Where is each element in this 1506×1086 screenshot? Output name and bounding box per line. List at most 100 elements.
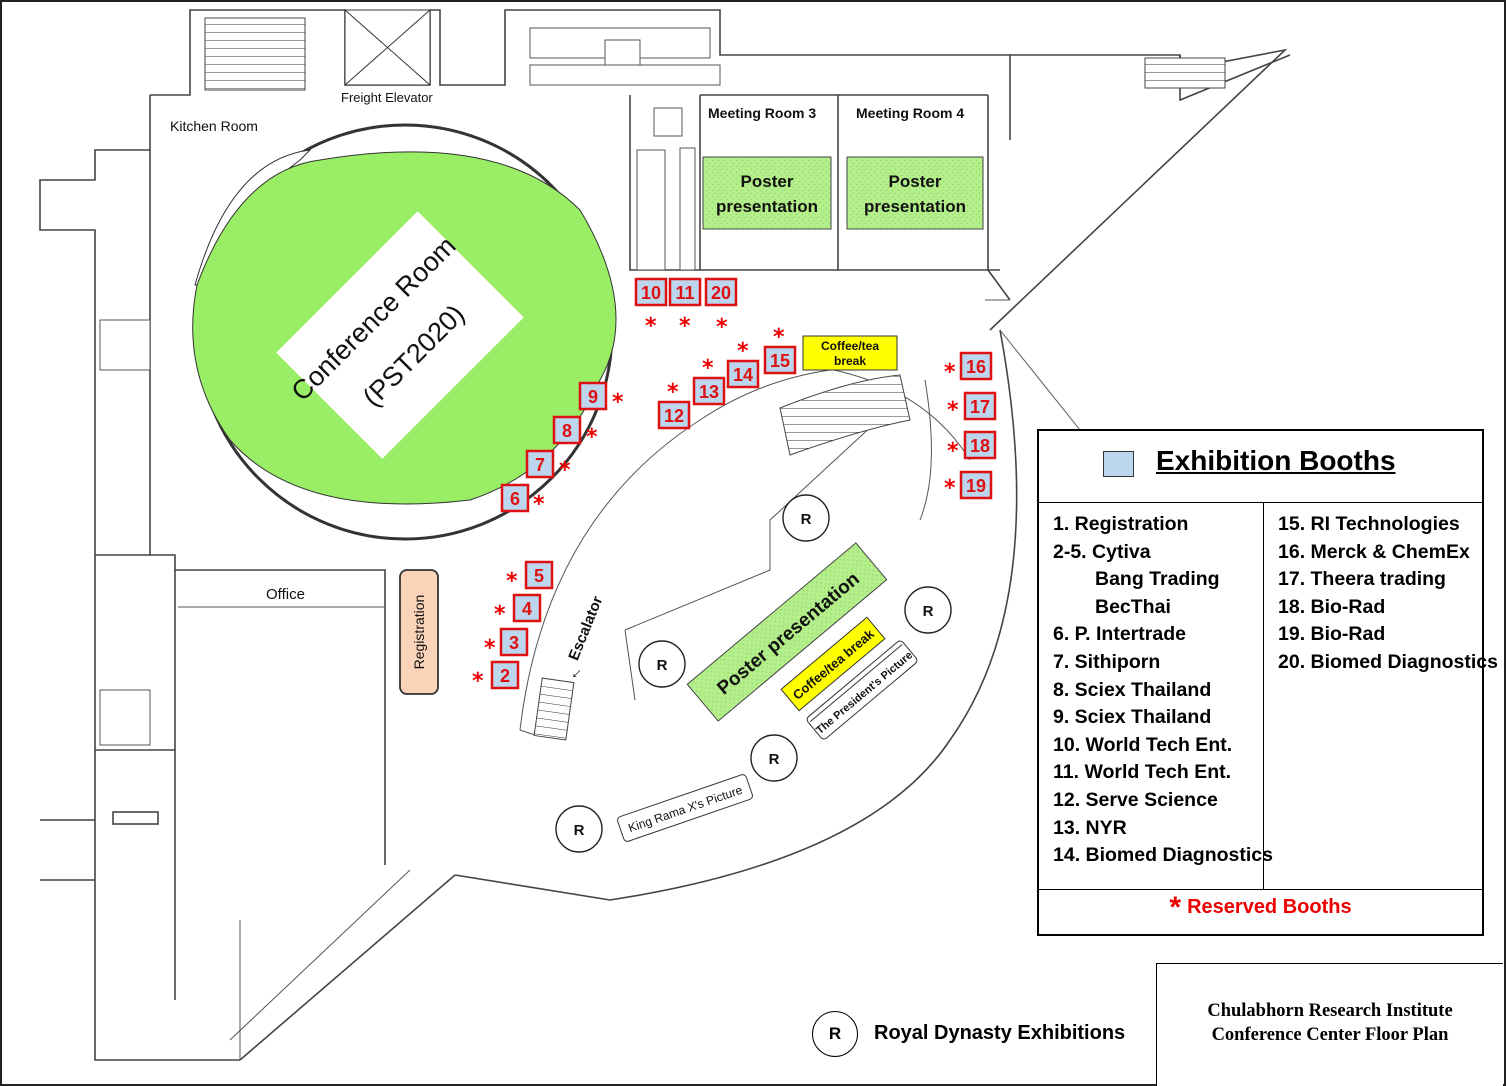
legend-item: 16. Merck & ChemEx <box>1278 540 1470 563</box>
booth-7[interactable]: 7 <box>525 449 555 479</box>
svg-text:3: 3 <box>509 633 519 653</box>
legend-divider <box>1263 503 1264 889</box>
svg-text:7: 7 <box>535 455 545 475</box>
svg-text:break: break <box>834 354 866 368</box>
booth-swatch <box>1103 451 1134 477</box>
king-picture: King Rama X's Picture <box>617 774 753 842</box>
legend-item: 14. Biomed Diagnostics <box>1053 844 1273 867</box>
legend-item: 7. Sithiporn <box>1053 650 1161 673</box>
booth-3[interactable]: 3 <box>499 627 529 657</box>
escalator-label: Escalator <box>565 594 606 663</box>
svg-text:*: * <box>737 339 749 364</box>
booth-20[interactable]: 20 <box>704 277 738 307</box>
svg-text:*: * <box>494 602 506 627</box>
legend-item: 9. Sciex Thailand <box>1053 706 1212 729</box>
legend-item: 13. NYR <box>1053 816 1127 839</box>
svg-text:*: * <box>586 425 598 450</box>
title-block: Chulabhorn Research Institute Conference… <box>1156 963 1503 1086</box>
reserved-star-icon: * <box>1169 891 1182 924</box>
booth-6[interactable]: 6 <box>500 483 530 513</box>
freight-elevator-shaft <box>344 9 431 86</box>
booth-5[interactable]: 5 <box>524 560 554 590</box>
legend-item: 2-5. Cytiva <box>1053 540 1151 563</box>
registration-desk-label: Registration <box>411 595 427 670</box>
office-label: Office <box>266 586 305 603</box>
building-walls <box>39 9 1291 1061</box>
svg-text:16: 16 <box>966 357 986 377</box>
booth-18[interactable]: 18 <box>963 430 997 460</box>
svg-text:10: 10 <box>641 283 661 303</box>
svg-text:*: * <box>484 636 496 661</box>
legend-item: 11. World Tech Ent. <box>1053 761 1232 784</box>
meeting-room-4-label: Meeting Room 4 <box>856 105 964 121</box>
poster-meeting-room-3: Poster presentation <box>702 156 832 230</box>
legend-columns: 1. Registration 2-5. Cytiva Bang Trading… <box>1039 503 1498 890</box>
reserved-markers: * * * * * * * * * * * * * * * * * * * <box>472 314 959 694</box>
booth-11[interactable]: 11 <box>668 277 702 307</box>
booth-17[interactable]: 17 <box>963 391 997 421</box>
booth-4[interactable]: 4 <box>512 593 542 623</box>
booth-8[interactable]: 8 <box>552 415 582 445</box>
svg-text:*: * <box>645 314 657 339</box>
legend-item: BecThai <box>1095 595 1171 618</box>
exhibition-booths-legend: Exhibition Booths 1. Registration 2-5. C… <box>1037 429 1498 936</box>
booth-13[interactable]: 13 <box>692 376 726 406</box>
meeting-room-3-label: Meeting Room 3 <box>708 105 816 121</box>
svg-text:11: 11 <box>675 283 694 303</box>
svg-text:*: * <box>716 315 728 340</box>
svg-text:*: * <box>679 314 691 339</box>
svg-text:*: * <box>612 390 624 415</box>
legend-item: 6. P. Intertrade <box>1053 623 1186 646</box>
royal-dynasty-label: Royal Dynasty Exhibitions <box>874 1022 1126 1044</box>
legend-item: 20. Biomed Diagnostics <box>1278 650 1498 673</box>
svg-text:*: * <box>947 398 959 423</box>
stairs-top-left <box>204 17 306 91</box>
legend-item: 8. Sciex Thailand <box>1053 678 1212 701</box>
svg-text:4: 4 <box>522 599 532 619</box>
legend-item: Bang Trading <box>1095 568 1220 591</box>
reserved-booths-note: *Reserved Booths <box>1039 891 1482 925</box>
booth-15[interactable]: 15 <box>763 345 797 375</box>
legend-item: 12. Serve Science <box>1053 788 1218 811</box>
booth-9[interactable]: 9 <box>578 381 608 411</box>
svg-text:*: * <box>702 356 714 381</box>
svg-text:12: 12 <box>664 406 684 426</box>
lobby-stairs <box>779 374 911 456</box>
royal-markers: R R R R R <box>555 494 952 853</box>
legend-item: 19. Bio-Rad <box>1278 623 1386 646</box>
booth-19[interactable]: 19 <box>959 470 993 500</box>
booth-12[interactable]: 12 <box>657 400 691 430</box>
restroom-fixtures <box>99 27 721 746</box>
svg-text:*: * <box>559 458 571 483</box>
svg-text:R: R <box>769 751 780 768</box>
svg-text:Poster: Poster <box>741 172 794 191</box>
royal-marker-icon: R <box>812 1011 858 1057</box>
booth-14[interactable]: 14 <box>726 359 760 389</box>
legend-item: 17. Theera trading <box>1278 568 1446 591</box>
svg-text:presentation: presentation <box>716 197 818 216</box>
booth-10[interactable]: 10 <box>634 277 668 307</box>
svg-text:presentation: presentation <box>864 197 966 216</box>
svg-text:*: * <box>944 476 956 501</box>
svg-text:*: * <box>947 439 959 464</box>
title-line-2: Conference Center Floor Plan <box>1211 1025 1449 1045</box>
legend-left-column: 1. Registration 2-5. Cytiva Bang Trading… <box>1053 511 1273 870</box>
svg-text:*: * <box>506 569 518 594</box>
conference-room: Conference Room (PST2020) <box>192 123 617 541</box>
registration-desk: Registration <box>399 569 439 695</box>
svg-text:*: * <box>533 492 545 517</box>
escalator: Escalator ← <box>533 594 606 741</box>
svg-text:Coffee/tea: Coffee/tea <box>821 339 879 353</box>
svg-text:*: * <box>773 325 785 350</box>
poster-meeting-room-4: Poster presentation <box>846 156 984 230</box>
svg-text:*: * <box>667 380 679 405</box>
legend-right-column: 15. RI Technologies 16. Merck & ChemEx 1… <box>1278 511 1498 677</box>
booth-2[interactable]: 2 <box>490 660 520 690</box>
booth-16[interactable]: 16 <box>959 351 993 381</box>
kitchen-label: Kitchen Room <box>170 118 258 134</box>
legend-item: 15. RI Technologies <box>1278 513 1460 535</box>
svg-text:14: 14 <box>733 365 753 385</box>
svg-text:R: R <box>923 603 934 620</box>
